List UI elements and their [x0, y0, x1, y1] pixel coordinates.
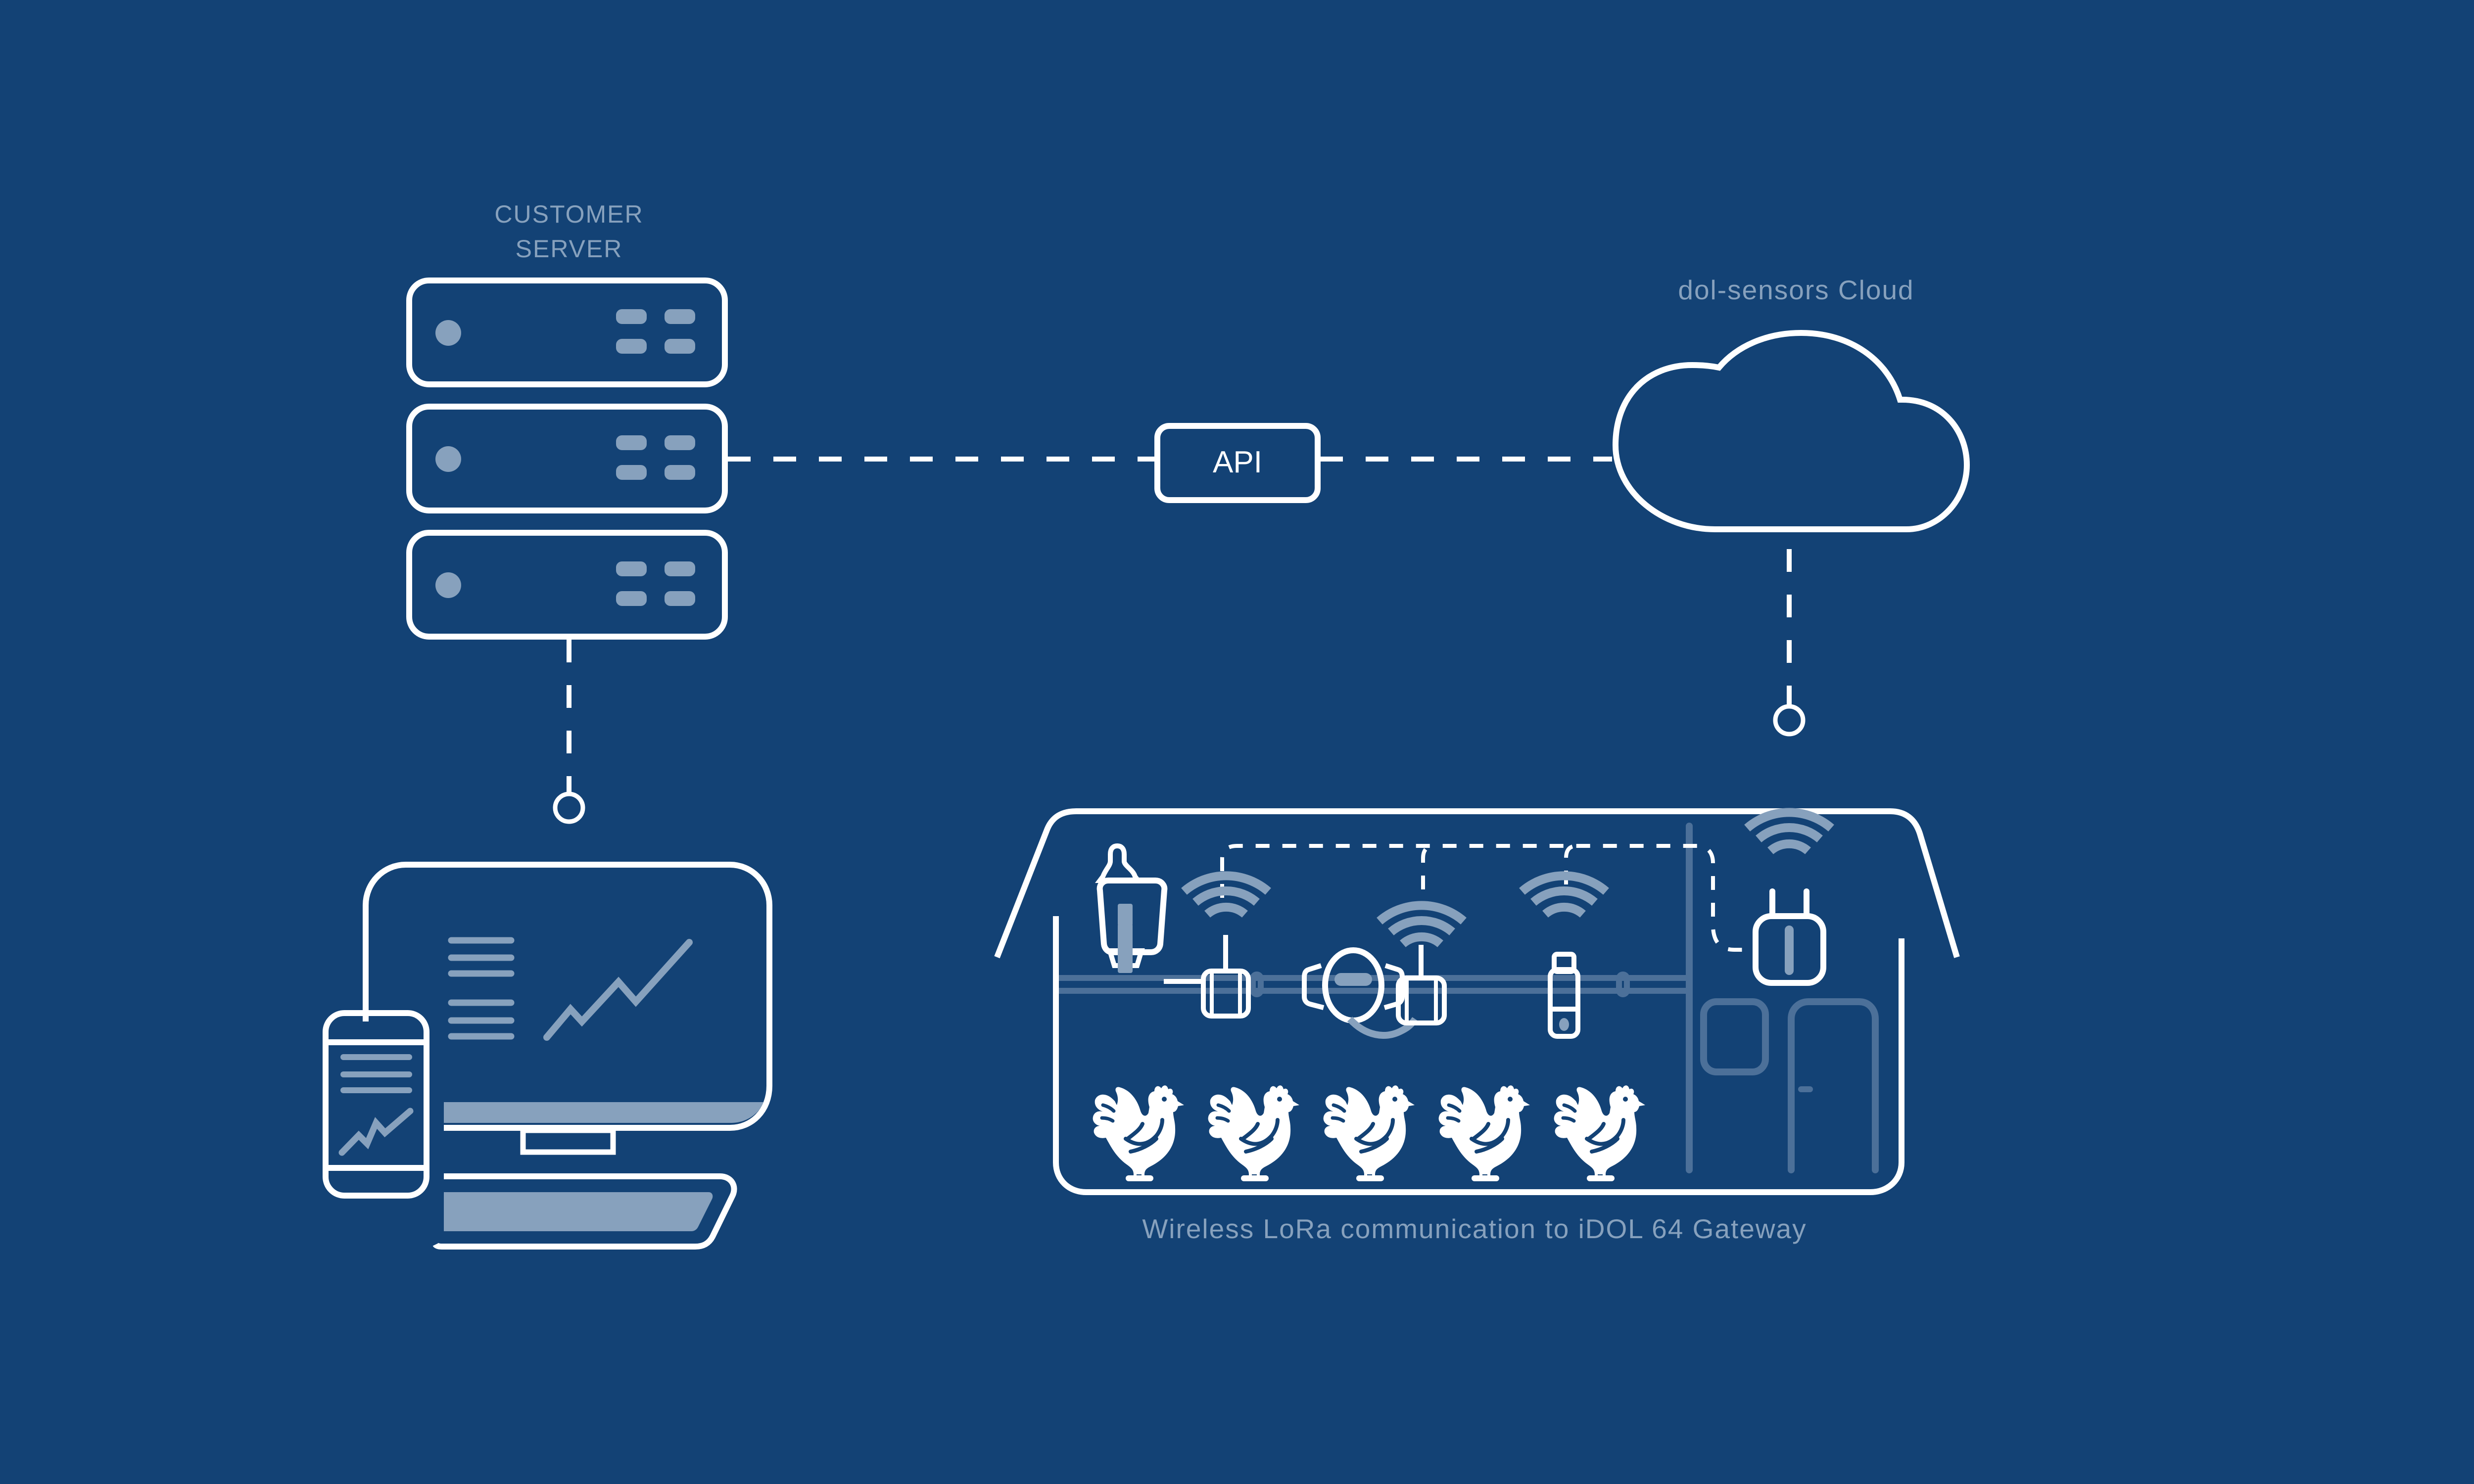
- client-devices: [323, 862, 772, 1250]
- poultry-house: [994, 808, 1960, 1195]
- customer-server-label-line2: SERVER: [516, 235, 623, 263]
- api-label: API: [1213, 445, 1262, 479]
- chicken-icon: [1093, 1085, 1184, 1181]
- screen-text-lines: [448, 937, 515, 1040]
- lora-sensor-2: [1396, 945, 1447, 1025]
- probe-sensor: [1548, 952, 1580, 1039]
- idol-64-gateway-icon: [1753, 888, 1826, 986]
- wifi-signal-icon: [1744, 808, 1834, 855]
- api-box: API: [1154, 423, 1321, 503]
- server-unit-2: [406, 404, 728, 513]
- customer-server: CUSTOMER SERVER: [406, 200, 728, 640]
- connector-node-icon: [1773, 704, 1806, 737]
- customer-server-label-line1: CUSTOMER: [494, 200, 643, 228]
- connector-node-icon: [553, 791, 585, 824]
- connection-cloud-barn: [1773, 549, 1806, 737]
- phone-icon: [323, 1010, 429, 1199]
- server-unit-3: [406, 530, 728, 640]
- server-unit-1: [406, 278, 728, 387]
- server-led-icon: [435, 320, 461, 346]
- wifi-signal-icon: [1377, 901, 1467, 948]
- lora-caption: Wireless LoRa communication to iDOL 64 G…: [1142, 1213, 1807, 1244]
- lora-network: [1220, 844, 1754, 952]
- desktop-monitor-icon: [363, 862, 772, 1155]
- chicken-icon: [1439, 1085, 1530, 1181]
- trend-chart-icon: [543, 939, 693, 1041]
- wifi-signal-icon: [1519, 871, 1609, 918]
- chicken-icon: [1554, 1085, 1645, 1181]
- chicken-icon: [1324, 1085, 1415, 1181]
- lora-sensor-1: [1201, 935, 1251, 1019]
- cloud-label: dol-sensors Cloud: [1678, 275, 1914, 305]
- keyboard-icon: [432, 1173, 737, 1250]
- feed-hopper-sensor: [1095, 843, 1202, 984]
- barn-roof: [994, 808, 1960, 959]
- chicken-icon: [1208, 1085, 1299, 1181]
- barn-walls: [1053, 916, 1904, 1195]
- server-led-icon: [435, 446, 461, 472]
- server-led-icon: [435, 572, 461, 598]
- cloud: dol-sensors Cloud: [1612, 275, 1970, 532]
- wifi-signal-icon: [1181, 871, 1271, 918]
- connection-server-devices: [553, 640, 585, 824]
